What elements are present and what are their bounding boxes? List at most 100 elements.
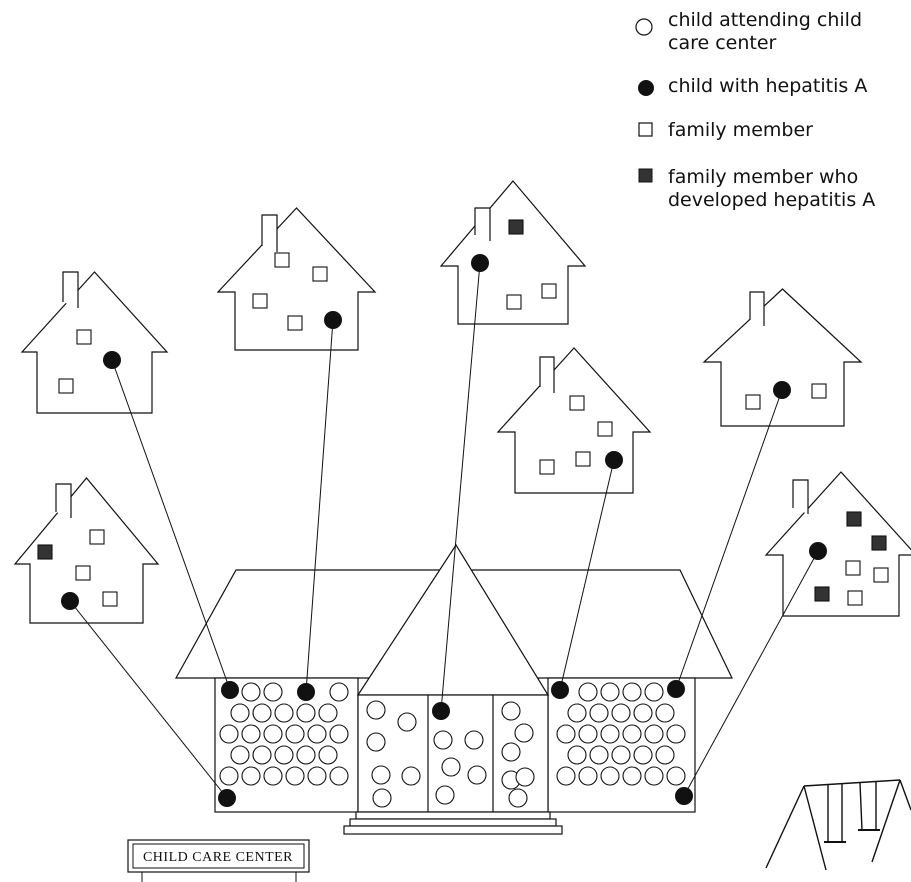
legend-item-child-attending: child attending child care center: [635, 9, 862, 54]
child-attending-center: [401, 766, 421, 786]
child-attending-center: [263, 766, 283, 786]
house-outline: [764, 471, 911, 617]
child-attending-center: [307, 766, 327, 786]
child-with-hepatitis-at-home: [773, 381, 791, 399]
transmission-link-line: [440, 262, 481, 712]
child-care-center-sign: CHILD CARE CENTER: [127, 839, 310, 882]
child-attending-center: [307, 724, 327, 744]
legend-label-family-hepatitis-line2: developed hepatitis A: [668, 189, 875, 211]
swing-leg-right-a: [871, 779, 901, 863]
child-attending-center: [501, 701, 521, 721]
left-wing-wall: [214, 677, 359, 813]
family-member-marker: [569, 395, 585, 411]
child-with-hepatitis-at-home: [103, 351, 121, 369]
transmission-link-line: [69, 600, 228, 799]
open-square-icon: [638, 122, 653, 137]
child-with-hepatitis-at-center: [221, 681, 239, 699]
child-with-hepatitis-at-center: [297, 683, 315, 701]
child-attending-center: [578, 724, 598, 744]
child-attending-center: [514, 723, 534, 743]
house-f: [702, 288, 863, 427]
child-attending-center: [567, 703, 587, 723]
child-attending-center: [230, 703, 250, 723]
chimney: [539, 356, 555, 393]
right-wing-wall: [547, 677, 696, 813]
house-outline: [20, 271, 169, 414]
child-attending-center: [397, 712, 417, 732]
family-member-with-hepatitis-marker: [508, 219, 524, 235]
child-attending-center: [329, 766, 349, 786]
house-outline: [702, 288, 863, 427]
child-attending-center: [285, 724, 305, 744]
child-attending-center: [263, 724, 283, 744]
family-member-marker: [597, 421, 613, 437]
child-attending-center: [318, 703, 338, 723]
child-with-hepatitis-at-center: [551, 681, 569, 699]
house-outline: [13, 477, 160, 624]
legend-item-family-hepatitis: family member who developed hepatitis A: [638, 166, 875, 211]
child-attending-center: [329, 682, 349, 702]
child-attending-center: [589, 745, 609, 765]
house-c: [439, 180, 587, 325]
child-attending-center: [600, 766, 620, 786]
child-with-hepatitis-at-home: [809, 542, 827, 560]
family-member-marker: [539, 459, 555, 475]
family-member-marker: [541, 283, 557, 299]
sign-label: CHILD CARE CENTER: [143, 850, 293, 865]
family-member-with-hepatitis-marker: [814, 586, 830, 602]
filled-square-icon: [638, 168, 653, 183]
child-attending-center: [274, 703, 294, 723]
child-with-hepatitis-at-home: [61, 592, 79, 610]
legend-label-child-attending-line2: care center: [668, 32, 777, 54]
swing-top-bar: [803, 779, 901, 787]
child-attending-center: [515, 767, 535, 787]
child-attending-center: [230, 745, 250, 765]
transmission-link-line: [683, 550, 819, 797]
swing-chain-2a: [859, 782, 863, 831]
child-attending-center: [655, 745, 675, 765]
child-attending-center: [644, 766, 664, 786]
child-attending-center: [296, 703, 316, 723]
child-attending-center: [666, 724, 686, 744]
child-attending-center: [467, 765, 487, 785]
child-attending-center: [644, 724, 664, 744]
legend-item-child-hepatitis: child with hepatitis A: [638, 75, 867, 97]
family-member-marker: [287, 315, 303, 331]
house-a: [20, 271, 169, 414]
sign-inner-board: [132, 843, 305, 869]
legend-label-child-hepatitis: child with hepatitis A: [668, 75, 867, 97]
house-g: [764, 471, 911, 617]
family-member-with-hepatitis-marker: [846, 511, 862, 527]
family-member-marker: [89, 529, 105, 545]
child-attending-center: [666, 766, 686, 786]
house-outline: [496, 347, 652, 494]
family-member-marker: [252, 293, 268, 309]
child-attending-center: [633, 703, 653, 723]
child-attending-center: [219, 766, 239, 786]
child-attending-center: [611, 703, 631, 723]
family-member-marker: [274, 252, 290, 268]
child-attending-center: [372, 788, 392, 808]
child-attending-center: [622, 766, 642, 786]
swing-set: [765, 779, 911, 871]
house-e: [496, 347, 652, 494]
child-attending-center: [600, 724, 620, 744]
family-member-marker: [811, 383, 827, 399]
filled-circle-icon: [638, 80, 654, 96]
child-attending-center: [556, 724, 576, 744]
legend-label-child-attending-line1: child attending child: [668, 9, 862, 31]
child-attending-center: [274, 745, 294, 765]
house-b: [216, 207, 377, 351]
transmission-link-line: [111, 359, 231, 691]
child-attending-center: [371, 765, 391, 785]
child-attending-center: [567, 745, 587, 765]
chimney: [474, 207, 491, 241]
child-attending-center: [252, 745, 272, 765]
family-member-marker: [873, 567, 889, 583]
child-with-hepatitis-at-center: [432, 702, 450, 720]
transmission-link-line: [305, 319, 334, 693]
child-attending-center: [318, 745, 338, 765]
transmission-link-line: [559, 459, 615, 691]
legend-item-family-member: family member: [638, 119, 813, 141]
